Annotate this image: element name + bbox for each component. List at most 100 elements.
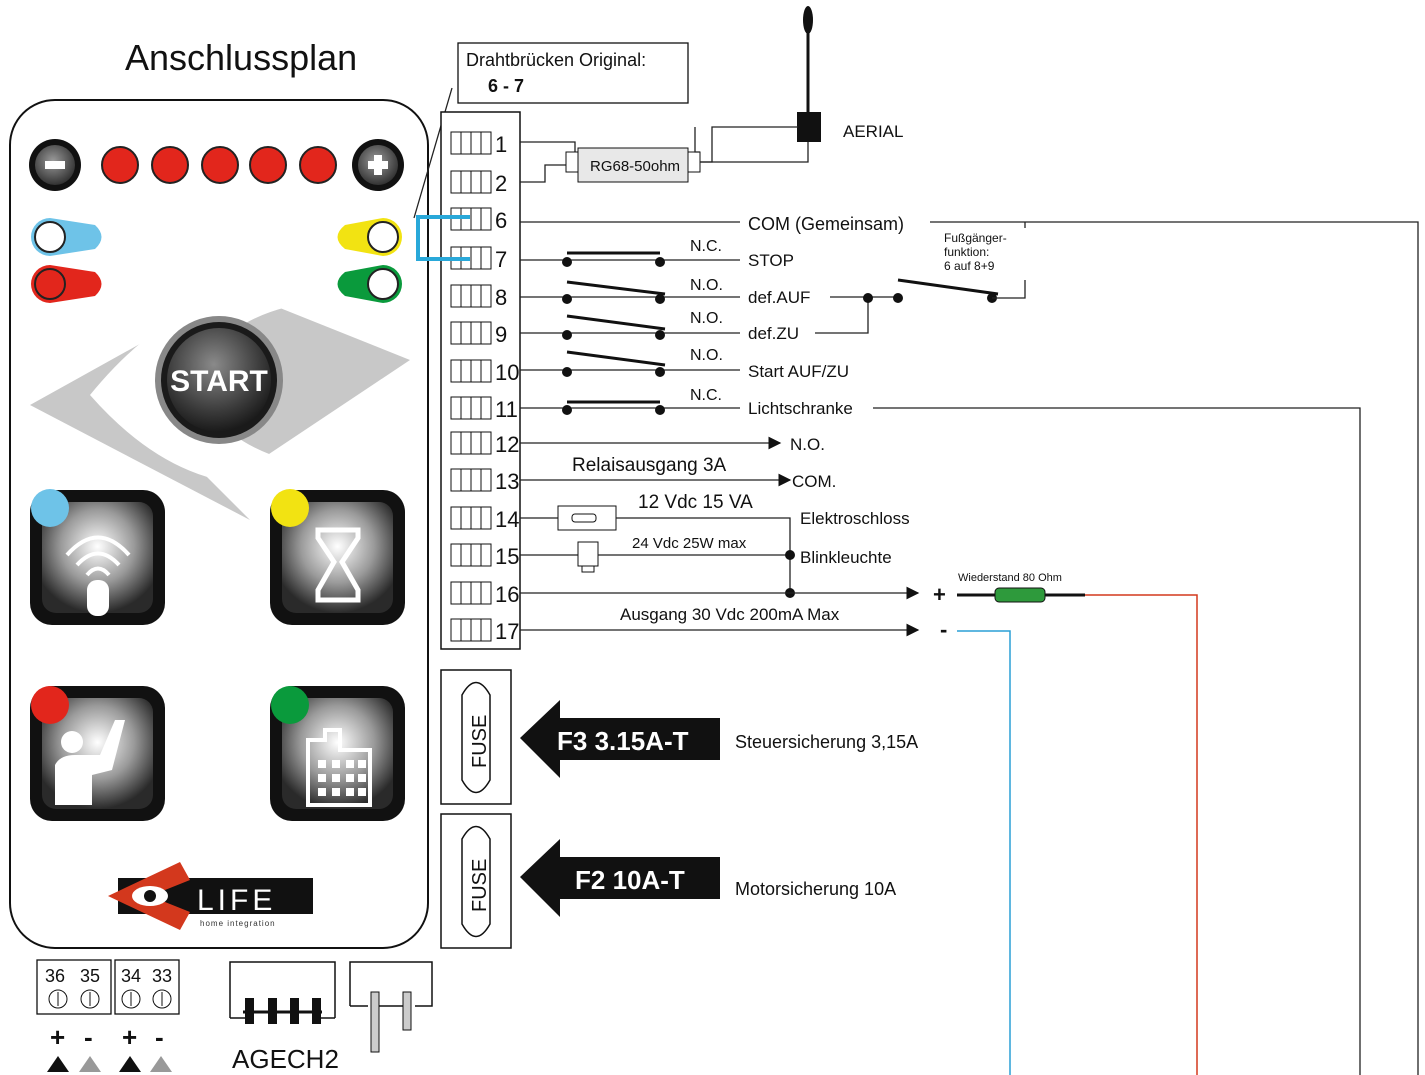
svg-text:-: - xyxy=(940,617,947,642)
aerial-connector-icon xyxy=(797,112,821,142)
hourglass-icon xyxy=(315,527,361,603)
svg-text:STOP: STOP xyxy=(748,251,794,270)
fuse-arrow-icon xyxy=(520,839,720,917)
pedestrian-function: Fußgänger- funktion: 6 auf 8+9 xyxy=(815,222,1030,334)
minus-button[interactable] xyxy=(29,139,81,191)
remote-button[interactable] xyxy=(30,489,165,625)
svg-text:F3 3.15A-T: F3 3.15A-T xyxy=(557,726,689,756)
aerial-label: AERIAL xyxy=(843,122,903,141)
svg-text:N.O.: N.O. xyxy=(690,310,723,327)
svg-text:24 Vdc 25W max: 24 Vdc 25W max xyxy=(632,535,747,552)
fuse-f3: FUSE F3 3.15A-T Steuersicherung 3,15A xyxy=(440,669,918,805)
svg-text:Blinkleuchte: Blinkleuchte xyxy=(800,548,892,567)
svg-text:N.C.: N.C. xyxy=(690,387,722,404)
terminal-number: 14 xyxy=(495,507,519,532)
minus-icon xyxy=(45,161,65,169)
svg-text:35: 35 xyxy=(80,966,100,986)
terminal-34-33: 34 33 + - xyxy=(114,959,180,1072)
start-button-label: START xyxy=(170,365,268,398)
svg-text:COM.: COM. xyxy=(792,472,836,491)
swoosh-graphic xyxy=(90,290,330,485)
svg-text:def.ZU: def.ZU xyxy=(748,324,799,343)
led-yellow xyxy=(337,218,402,256)
svg-text:6 auf 8+9: 6 auf 8+9 xyxy=(944,259,995,273)
fuse-f2: FUSE F2 10A-T Motorsicherung 10A xyxy=(440,813,896,949)
svg-text:12 Vdc 15 VA: 12 Vdc 15 VA xyxy=(638,492,753,513)
lock-lamp-wiring: 12 Vdc 15 VA Elektroschloss 24 Vdc 25W m… xyxy=(520,492,910,598)
svg-text:N.O.: N.O. xyxy=(690,277,723,294)
svg-text:Elektroschloss: Elektroschloss xyxy=(800,509,910,528)
terminal-number: 8 xyxy=(495,285,507,310)
terminal-number: 15 xyxy=(495,544,519,569)
svg-text:funktion:: funktion: xyxy=(944,245,989,259)
terminal-number: 10 xyxy=(495,360,519,385)
building-button[interactable] xyxy=(270,686,405,821)
terminal-number: 1 xyxy=(495,132,507,157)
plug-connector xyxy=(349,961,433,1053)
svg-text:Steuersicherung 3,15A: Steuersicherung 3,15A xyxy=(735,732,918,752)
output-wiring: Ausgang 30 Vdc 200mA Max + - Wiederstand… xyxy=(520,572,1198,1075)
com-label: COM (Gemeinsam) xyxy=(748,214,904,234)
terminal-number: 9 xyxy=(495,322,507,347)
svg-text:F2 10A-T: F2 10A-T xyxy=(575,865,685,895)
svg-text:AGECH2: AGECH2 xyxy=(232,1044,339,1074)
svg-text:N.O.: N.O. xyxy=(690,347,723,364)
plus-button[interactable] xyxy=(352,139,404,191)
svg-text:Drahtbrücken Original:: Drahtbrücken Original: xyxy=(466,50,646,70)
coax-cable: RG68-50ohm xyxy=(520,126,809,183)
life-logo: LIFE home integration xyxy=(108,862,313,930)
plus-icon xyxy=(368,155,388,175)
building-icon xyxy=(306,728,372,807)
page-title: Anschlussplan xyxy=(125,37,357,78)
svg-text:34: 34 xyxy=(121,966,141,986)
svg-text:6 - 7: 6 - 7 xyxy=(488,76,524,96)
timer-button[interactable] xyxy=(270,489,405,625)
led-green xyxy=(337,265,402,303)
control-panel: START xyxy=(9,99,429,949)
jumper-wire xyxy=(416,215,470,261)
terminal-36-35: 36 35 + - xyxy=(36,959,112,1072)
pedestrian-button[interactable] xyxy=(30,686,165,821)
svg-text:def.AUF: def.AUF xyxy=(748,288,810,307)
fuse-arrow-icon xyxy=(520,700,720,778)
svg-text:+: + xyxy=(50,1022,65,1052)
brand-name: LIFE xyxy=(197,884,276,917)
contact-wiring: COM (Gemeinsam) N.C. STOP N.O. def.AUF N… xyxy=(520,214,1419,1075)
brand-tagline: home integration xyxy=(200,919,276,928)
svg-text:-: - xyxy=(155,1022,164,1052)
terminal-number: 2 xyxy=(495,171,507,196)
svg-text:Wiederstand 80 Ohm: Wiederstand 80 Ohm xyxy=(958,572,1062,584)
svg-text:-: - xyxy=(84,1022,93,1052)
lamp-icon xyxy=(577,541,599,567)
person-icon xyxy=(55,720,125,805)
terminal-number: 17 xyxy=(495,619,519,644)
terminal-number: 11 xyxy=(495,397,518,422)
svg-text:36: 36 xyxy=(45,966,65,986)
remote-wireless-icon xyxy=(65,535,131,577)
svg-text:+: + xyxy=(122,1022,137,1052)
svg-text:Start AUF/ZU: Start AUF/ZU xyxy=(748,362,849,381)
svg-text:Ausgang 30 Vdc 200mA Max: Ausgang 30 Vdc 200mA Max xyxy=(620,605,840,624)
start-button[interactable]: START xyxy=(155,316,283,444)
svg-text:N.O.: N.O. xyxy=(790,435,825,454)
svg-text:Fußgänger-: Fußgänger- xyxy=(944,231,1007,245)
led-red xyxy=(31,265,102,303)
relay-output: N.O. COM. Relaisausgang 3A xyxy=(520,435,836,491)
jumper-note: Drahtbrücken Original: 6 - 7 xyxy=(413,42,689,219)
agech2-connector: AGECH2 xyxy=(229,961,339,1074)
svg-text:Lichtschranke: Lichtschranke xyxy=(748,399,853,418)
svg-text:FUSE: FUSE xyxy=(469,715,491,768)
svg-text:33: 33 xyxy=(152,966,172,986)
aerial: AERIAL xyxy=(797,6,903,142)
terminal-number: 13 xyxy=(495,469,519,494)
terminal-number: 7 xyxy=(495,247,507,272)
svg-text:FUSE: FUSE xyxy=(469,859,491,912)
resistor-icon xyxy=(994,587,1046,603)
svg-text:+: + xyxy=(933,582,946,607)
remote-icon xyxy=(87,580,109,616)
svg-text:N.C.: N.C. xyxy=(690,238,722,255)
terminal-number: 16 xyxy=(495,582,519,607)
svg-text:RG68-50ohm: RG68-50ohm xyxy=(590,158,680,175)
